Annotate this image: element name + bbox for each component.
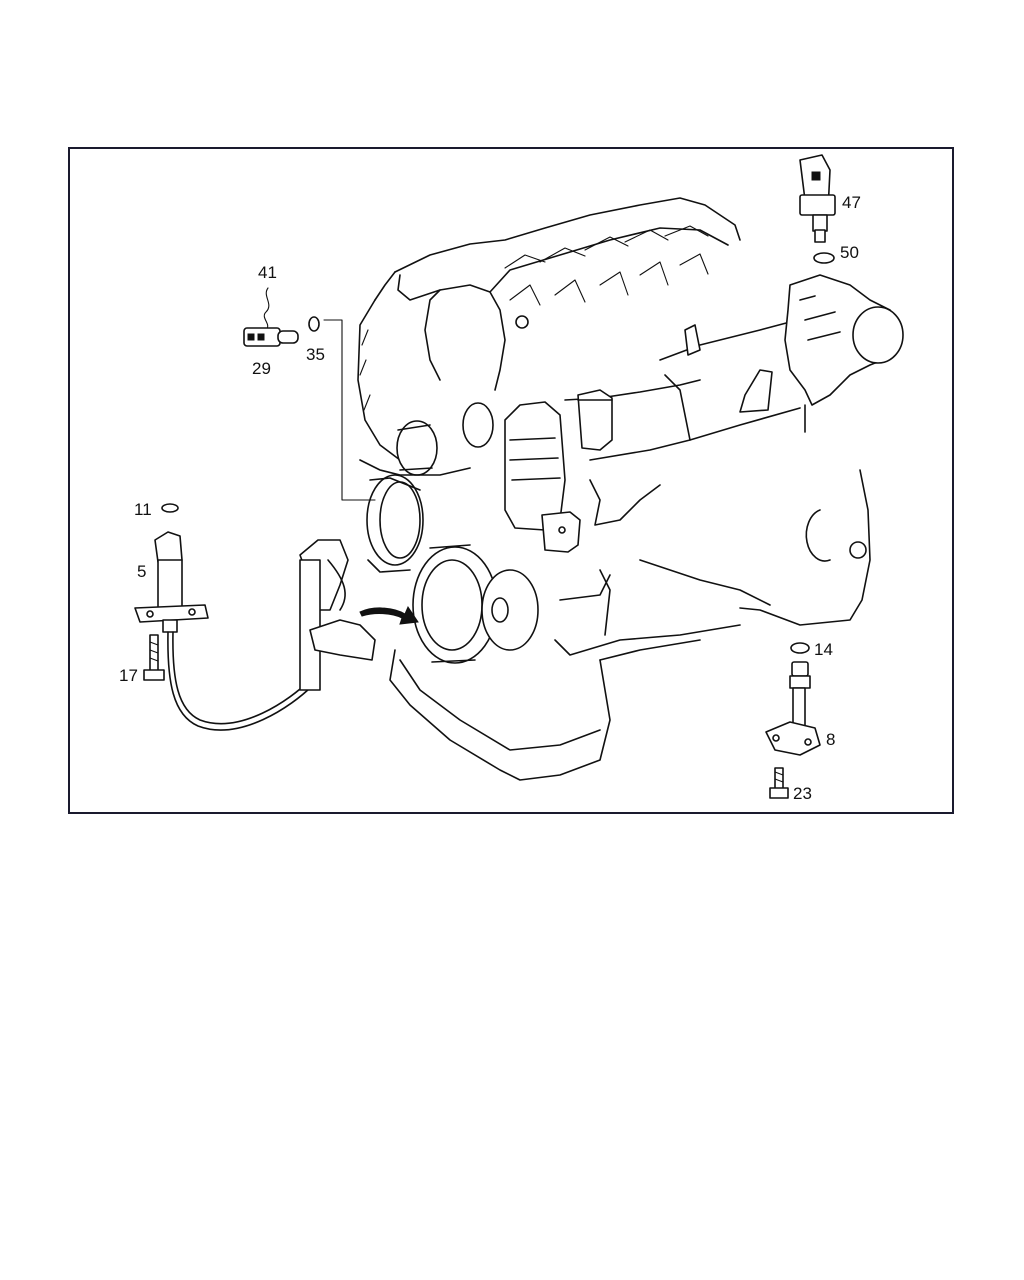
callout-labels: 41 29 35 11 5 17 47 50 14 8 23 xyxy=(119,193,861,803)
engine-block-drawing xyxy=(357,197,904,781)
crank-sensor-bracket xyxy=(299,539,376,691)
callout-14: 14 xyxy=(814,640,833,659)
callout-35: 35 xyxy=(306,345,325,364)
callout-11: 11 xyxy=(134,500,152,519)
direction-arrow xyxy=(359,605,419,625)
callout-5: 5 xyxy=(137,562,146,581)
callout-17: 17 xyxy=(119,666,138,685)
part-23-bolt xyxy=(769,767,789,799)
callout-47: 47 xyxy=(842,193,861,212)
part-14-o-ring xyxy=(790,642,810,654)
part-50-o-ring xyxy=(813,252,835,264)
part-8-sensor xyxy=(765,661,821,756)
leader-lines xyxy=(263,287,376,501)
part-29-sensor xyxy=(243,327,299,347)
part-35-o-ring xyxy=(308,316,320,332)
callout-23: 23 xyxy=(793,784,812,803)
sensor-cable xyxy=(172,631,311,725)
callout-50: 50 xyxy=(840,243,859,262)
callout-8: 8 xyxy=(826,730,835,749)
part-5-sensor xyxy=(134,531,209,633)
callout-29: 29 xyxy=(252,359,271,378)
callout-41: 41 xyxy=(258,263,277,282)
part-17-bolt xyxy=(143,634,165,681)
part-47-sensor xyxy=(799,154,836,243)
part-11-o-ring xyxy=(161,503,179,513)
